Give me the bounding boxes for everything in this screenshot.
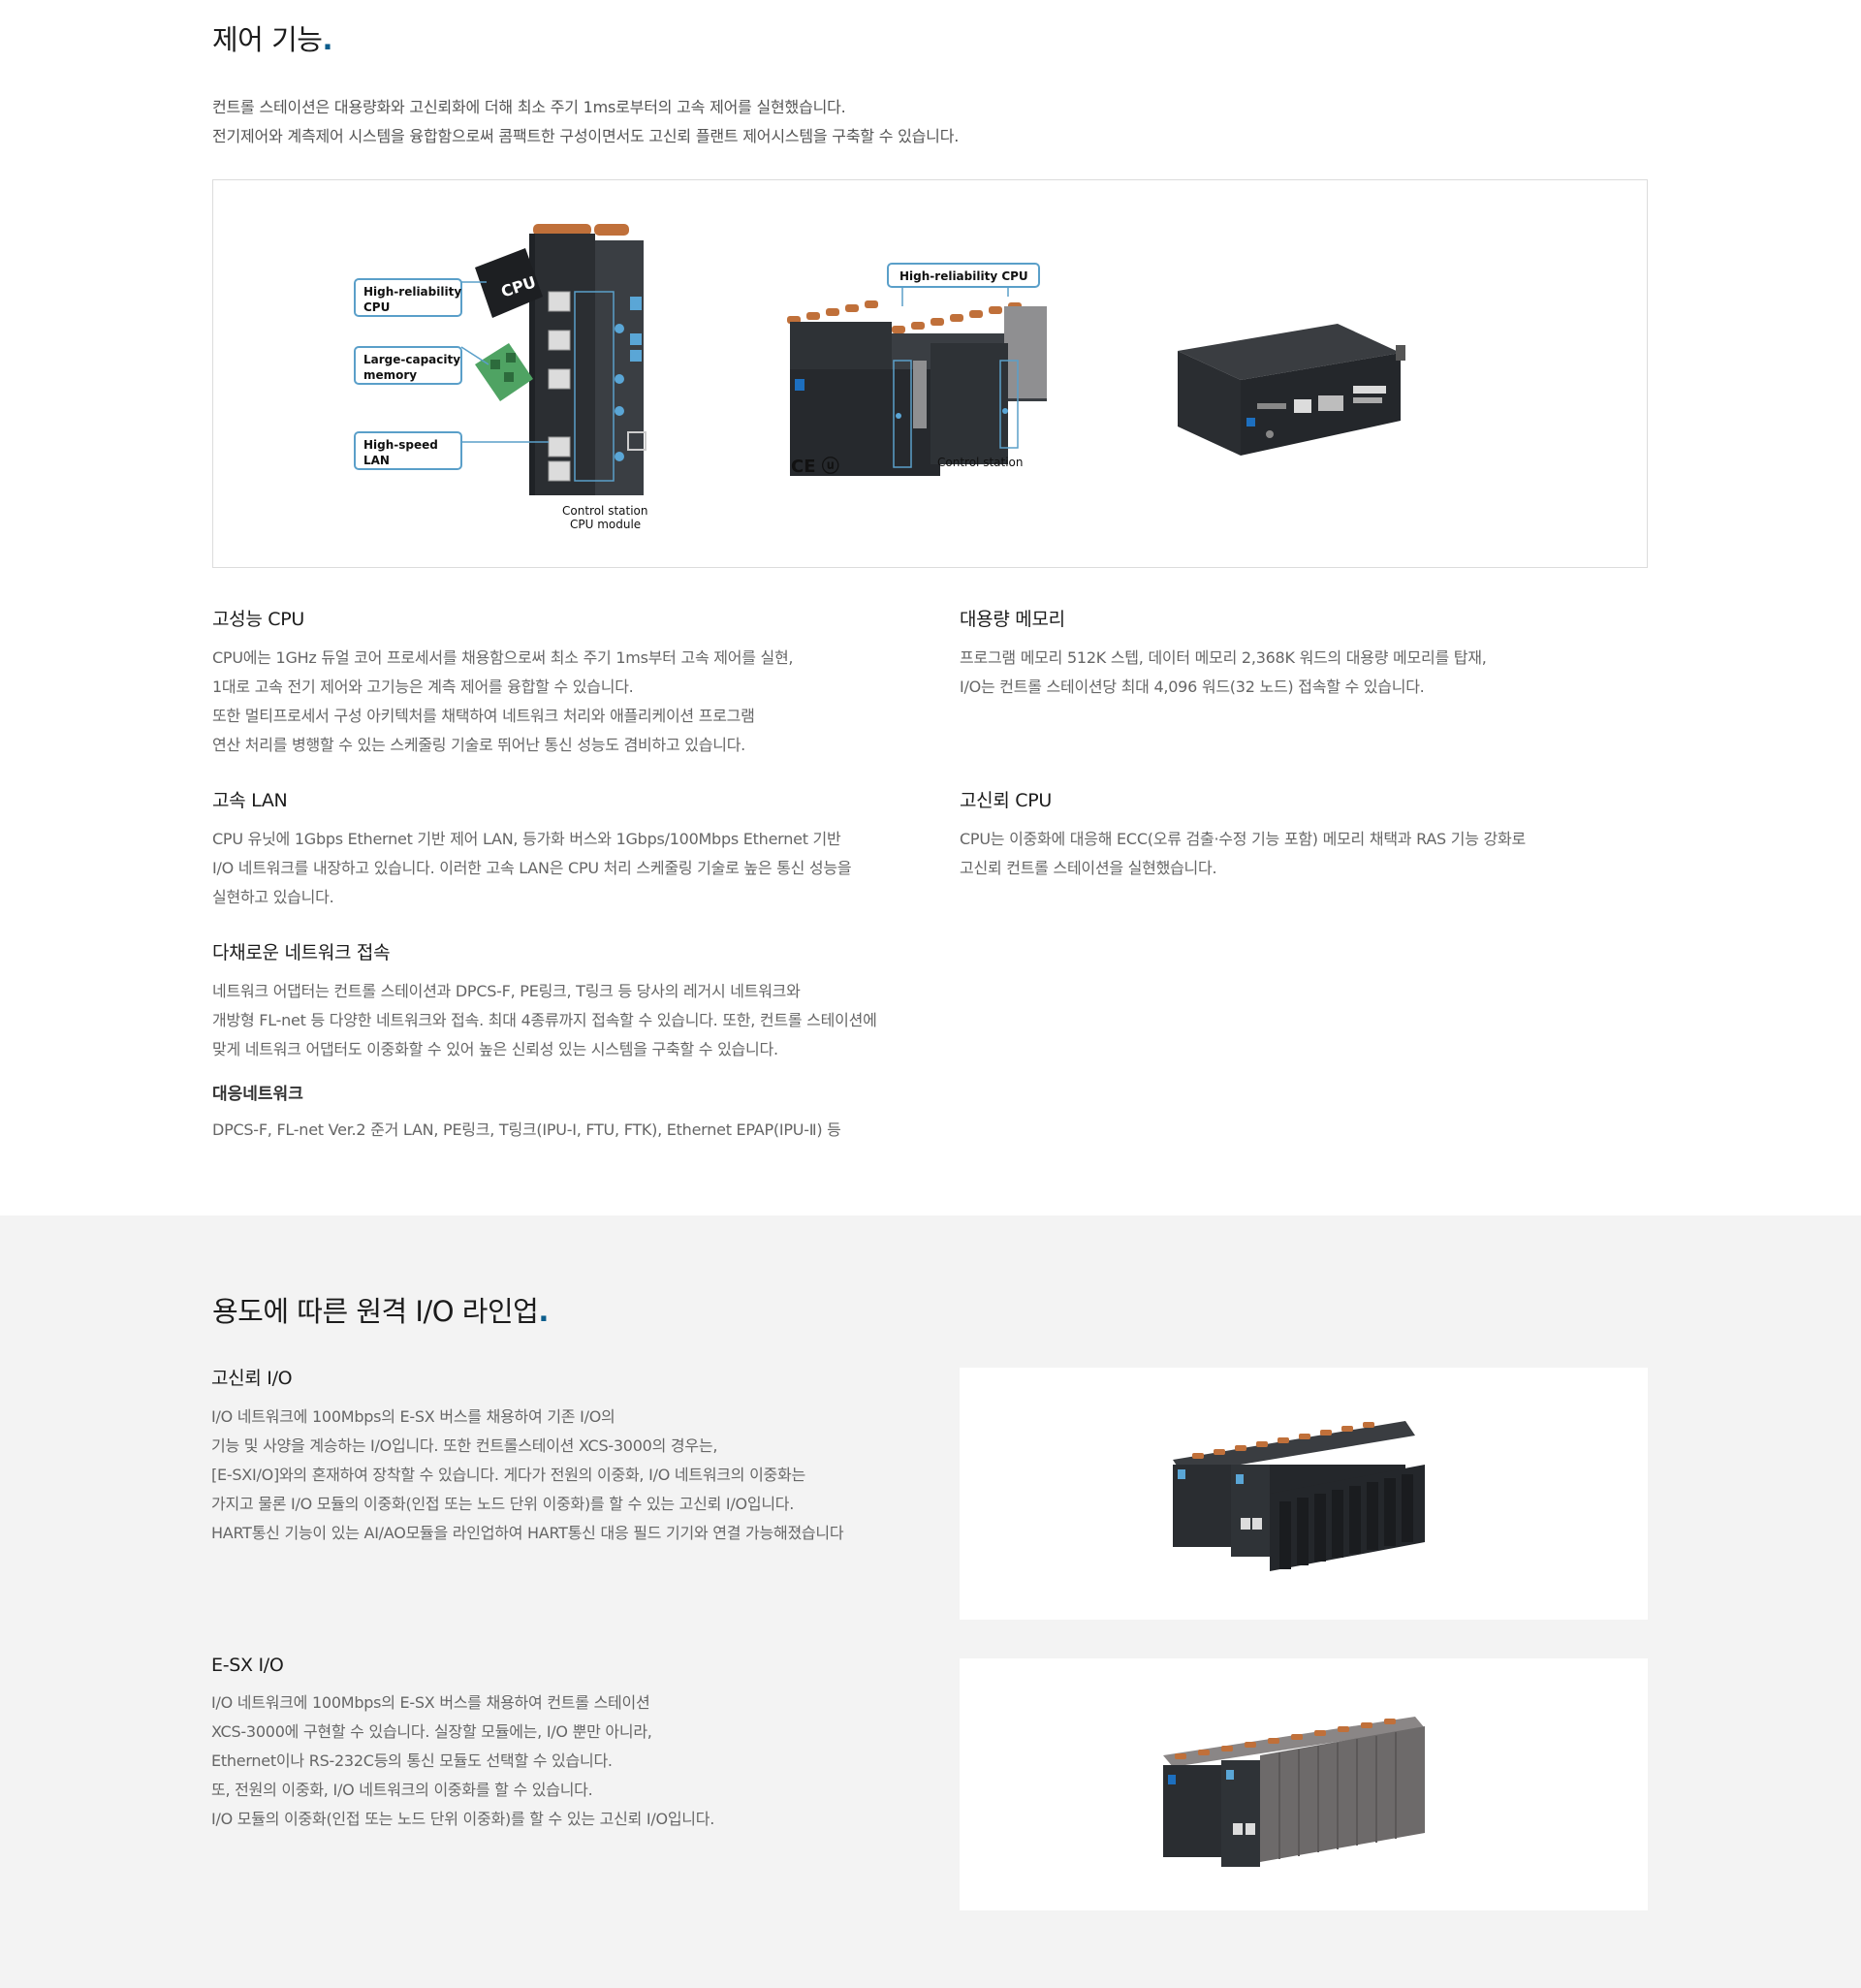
remote-io-title: 용도에 따른 원격 I/O 라인업. — [212, 1289, 549, 1330]
feature-title: 대용량 메모리 — [960, 609, 1065, 630]
remote-io-section: 용도에 따른 원격 I/O 라인업. 고신뢰 I/O I/O 네트워크에 100… — [0, 1215, 1861, 1988]
intro-line: 전기제어와 계측제어 시스템을 융합함으로써 콤팩트한 구성이면서도 고신뢰 플… — [212, 127, 960, 145]
feature-line: I/O는 컨트롤 스테이션당 최대 4,096 워드(32 노드) 접속할 수 … — [960, 678, 1425, 696]
rack-unit-image — [1178, 324, 1405, 456]
supported-network-title: 대응네트워크 — [212, 1085, 303, 1104]
feature-high-reliability-cpu: 고신뢰 CPU CPU는 이중화에 대응해 ECC(오류 검출·수정 기능 포함… — [960, 786, 1526, 883]
feature-line: 맞게 네트워크 어댑터도 이중화할 수 있어 높은 신뢰성 있는 시스템을 구축… — [212, 1040, 778, 1058]
feature-large-memory: 대용량 메모리 프로그램 메모리 512K 스텝, 데이터 메모리 2,368K… — [960, 605, 1487, 702]
callout-line: memory — [363, 368, 417, 382]
feature-line: 또한 멀티프로세서 구성 아키텍처를 채택하여 네트워크 처리와 애플리케이션 … — [212, 707, 755, 725]
control-intro: 컨트롤 스테이션은 대용량화와 고신뢰화에 더해 최소 주기 1ms로부터의 고… — [212, 93, 959, 151]
io-image-box — [960, 1368, 1648, 1620]
feature-line: I/O 네트워크를 내장하고 있습니다. 이러한 고속 LAN은 CPU 처리 … — [212, 859, 852, 877]
high-reliability-io-image — [1173, 1421, 1425, 1571]
feature-line: 프로그램 메모리 512K 스텝, 데이터 메모리 2,368K 워드의 대용량… — [960, 648, 1487, 667]
callout-line: CPU — [363, 300, 390, 314]
feature-network-connection: 다채로운 네트워크 접속 네트워크 어댑터는 컨트롤 스테이션과 DPCS-F,… — [212, 938, 877, 1145]
callout-high-reliability-cpu: High-reliability CPU — [354, 278, 462, 317]
callout-large-capacity-memory: Large-capacity memory — [354, 346, 462, 385]
io-item-line: I/O 네트워크에 100Mbps의 E-SX 버스를 채용하여 기존 I/O의 — [211, 1407, 615, 1426]
feature-title: 고속 LAN — [212, 790, 288, 811]
feature-high-performance-cpu: 고성능 CPU CPU에는 1GHz 듀얼 코어 프로세서를 채용함으로써 최소… — [212, 605, 794, 760]
control-title: 제어 기능. — [212, 17, 332, 58]
io-item-line: Ethernet이나 RS-232C등의 통신 모듈도 선택할 수 있습니다. — [211, 1751, 613, 1770]
product-figure: CPU High-reliability CPU Large-capaci — [354, 224, 1405, 531]
feature-line: CPU에는 1GHz 듀얼 코어 프로세서를 채용함으로써 최소 주기 1ms부… — [212, 648, 794, 667]
title-dot: . — [322, 23, 332, 56]
supported-network-line: DPCS-F, FL-net Ver.2 준거 LAN, PE링크, T링크(I… — [212, 1120, 841, 1139]
callout-line: LAN — [363, 454, 390, 467]
callout-line: Large-capacity — [363, 353, 460, 366]
feature-line: 연산 처리를 병행할 수 있는 스케줄링 기술로 뛰어난 통신 성능도 겸비하고… — [212, 736, 746, 754]
io-item-e-sx: E-SX I/O I/O 네트워크에 100Mbps의 E-SX 버스를 채용하… — [211, 1655, 714, 1834]
feature-line: 1대로 고속 전기 제어와 고기능은 계측 제어를 융합할 수 있습니다. — [212, 678, 634, 696]
remote-io-title-text: 용도에 따른 원격 I/O 라인업 — [212, 1295, 539, 1328]
io-item-title: E-SX I/O — [211, 1655, 284, 1676]
caption-control-station: Control station — [562, 504, 648, 518]
product-figure-panel: CPU High-reliability CPU Large-capaci — [212, 179, 1648, 568]
caption-control-station-2: Control station — [937, 456, 1024, 469]
feature-title: 고신뢰 CPU — [960, 790, 1053, 811]
control-station-image — [787, 300, 1047, 476]
callout-line: High-reliability CPU — [899, 269, 1028, 283]
io-item-line: I/O 네트워크에 100Mbps의 E-SX 버스를 채용하여 컨트롤 스테이… — [211, 1693, 650, 1712]
io-item-line: 가지고 물론 I/O 모듈의 이중화(인접 또는 노드 단위 이중화)를 할 수… — [211, 1495, 795, 1513]
feature-line: CPU 유닛에 1Gbps Ethernet 기반 제어 LAN, 등가화 버스… — [212, 830, 841, 848]
control-section: 제어 기능. 컨트롤 스테이션은 대용량화와 고신뢰화에 더해 최소 주기 1m… — [212, 17, 1648, 1145]
callout-high-speed-lan: High-speed LAN — [354, 431, 462, 470]
callout-line: High-speed — [363, 438, 438, 452]
io-item-line: [E-SXI/O]와의 혼재하여 장착할 수 있습니다. 게다가 전원의 이중화… — [211, 1466, 805, 1484]
io-item-high-reliability: 고신뢰 I/O I/O 네트워크에 100Mbps의 E-SX 버스를 채용하여… — [211, 1364, 844, 1548]
title-dot: . — [538, 1295, 549, 1328]
callout-high-reliability-cpu-2: High-reliability CPU — [887, 263, 1040, 288]
e-sx-io-image — [1163, 1717, 1425, 1867]
feature-line: CPU는 이중화에 대응해 ECC(오류 검출·수정 기능 포함) 메모리 채택… — [960, 830, 1526, 848]
feature-line: 네트워크 어댑터는 컨트롤 스테이션과 DPCS-F, PE링크, T링크 등 … — [212, 982, 801, 1000]
control-title-text: 제어 기능 — [212, 23, 323, 56]
cpu-chip-image: CPU — [475, 248, 543, 318]
io-image-box — [960, 1658, 1648, 1910]
feature-line: 실현하고 있습니다. — [212, 888, 334, 906]
intro-line: 컨트롤 스테이션은 대용량화와 고신뢰화에 더해 최소 주기 1ms로부터의 고… — [212, 98, 846, 116]
memory-image — [475, 343, 533, 401]
io-item-title: 고신뢰 I/O — [211, 1368, 293, 1389]
feature-line: 고신뢰 컨트롤 스테이션을 실현했습니다. — [960, 859, 1217, 877]
caption-cpu-module: CPU module — [570, 518, 641, 531]
io-item-line: XCS-3000에 구현할 수 있습니다. 실장할 모듈에는, I/O 뿐만 아… — [211, 1722, 652, 1741]
feature-title: 다채로운 네트워크 접속 — [212, 942, 391, 963]
callout-line: High-reliability — [363, 285, 461, 299]
feature-high-speed-lan: 고속 LAN CPU 유닛에 1Gbps Ethernet 기반 제어 LAN,… — [212, 786, 852, 912]
io-item-line: HART통신 기능이 있는 AI/AO모듈을 라인업하여 HART통신 대응 필… — [211, 1524, 844, 1542]
feature-title: 고성능 CPU — [212, 609, 305, 630]
cpu-module-image — [529, 224, 647, 495]
cert-marks: CE ⓤ — [791, 456, 839, 477]
io-item-line: 기능 및 사양을 계승하는 I/O입니다. 또한 컨트롤스테이션 XCS-300… — [211, 1436, 718, 1455]
feature-line: 개방형 FL-net 등 다양한 네트워크와 접속. 최대 4종류까지 접속할 … — [212, 1011, 877, 1029]
io-item-line: 또, 전원의 이중화, I/O 네트워크의 이중화를 할 수 있습니다. — [211, 1781, 593, 1799]
io-item-line: I/O 모듈의 이중화(인접 또는 노드 단위 이중화)를 할 수 있는 고신뢰… — [211, 1810, 715, 1828]
